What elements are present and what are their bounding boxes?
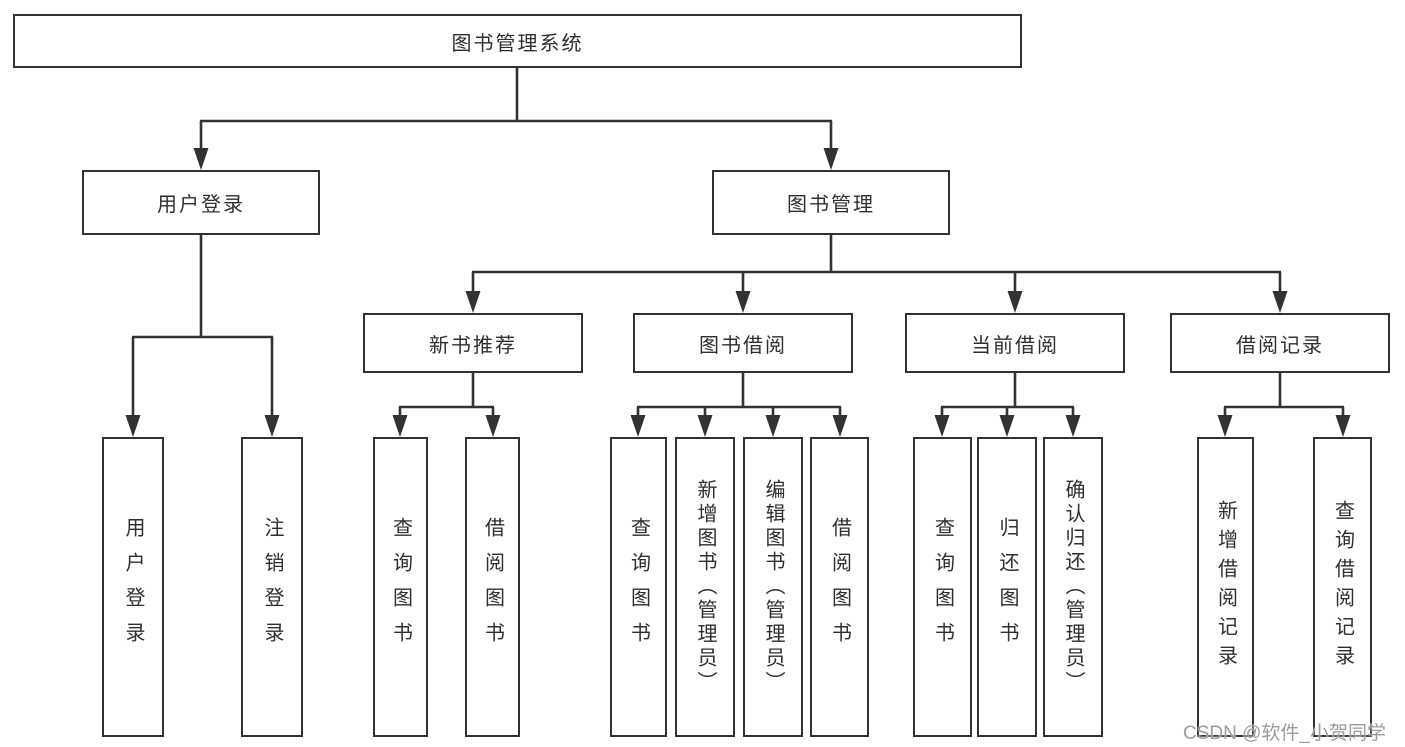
node-label: 图书管理系统 [451, 32, 584, 55]
leaf-label: 查询图书 [627, 517, 650, 657]
leaf-logout: 注销登录 [241, 437, 303, 737]
leaf-label: 新增借阅记录 [1214, 500, 1237, 674]
leaf-query-books-borrowing: 查询图书 [610, 437, 667, 737]
node-label: 当前借阅 [971, 334, 1059, 357]
leaf-confirm-return-admin: 确认归还（管理员） [1043, 437, 1103, 737]
node-book-borrowing: 图书借阅 [633, 313, 853, 373]
leaf-query-books-current: 查询图书 [913, 437, 972, 737]
leaf-label: 用户登录 [122, 517, 144, 657]
node-label: 用户登录 [157, 194, 245, 216]
node-new-book-recommendation: 新书推荐 [363, 313, 583, 373]
node-user-login: 用户登录 [82, 170, 320, 235]
leaf-label: 借阅图书 [481, 517, 504, 657]
node-label: 新书推荐 [429, 334, 517, 357]
leaf-label: 借阅图书 [828, 517, 851, 657]
leaf-return-books: 归还图书 [977, 437, 1037, 737]
leaf-query-books-recommend: 查询图书 [373, 437, 428, 737]
node-label: 借阅记录 [1236, 334, 1324, 357]
leaf-edit-book-admin: 编辑图书（管理员） [743, 437, 803, 737]
leaf-label: 查询图书 [389, 517, 412, 657]
node-current-borrowing: 当前借阅 [905, 313, 1125, 373]
leaf-label: 新增图书（管理员） [694, 479, 716, 695]
node-borrowing-records: 借阅记录 [1170, 313, 1390, 373]
leaf-label: 确认归还（管理员） [1062, 479, 1084, 695]
node-label: 图书借阅 [699, 334, 787, 357]
leaf-borrow-books-recommend: 借阅图书 [465, 437, 520, 737]
leaf-borrow-books: 借阅图书 [810, 437, 869, 737]
leaf-add-book-admin: 新增图书（管理员） [675, 437, 735, 737]
leaf-label: 查询借阅记录 [1331, 500, 1354, 674]
leaf-label: 注销登录 [261, 517, 283, 657]
node-book-management: 图书管理 [712, 170, 950, 235]
leaf-label: 编辑图书（管理员） [762, 479, 784, 695]
csdn-watermark: CSDN @软件_小贺同学 [1183, 723, 1386, 744]
node-library-management-system: 图书管理系统 [13, 14, 1022, 68]
leaf-label: 查询图书 [931, 517, 954, 657]
node-label: 图书管理 [787, 194, 875, 216]
leaf-query-borrow-record: 查询借阅记录 [1313, 437, 1372, 737]
leaf-user-login: 用户登录 [102, 437, 164, 737]
leaf-label: 归还图书 [996, 517, 1018, 657]
leaf-add-borrow-record: 新增借阅记录 [1197, 437, 1254, 737]
